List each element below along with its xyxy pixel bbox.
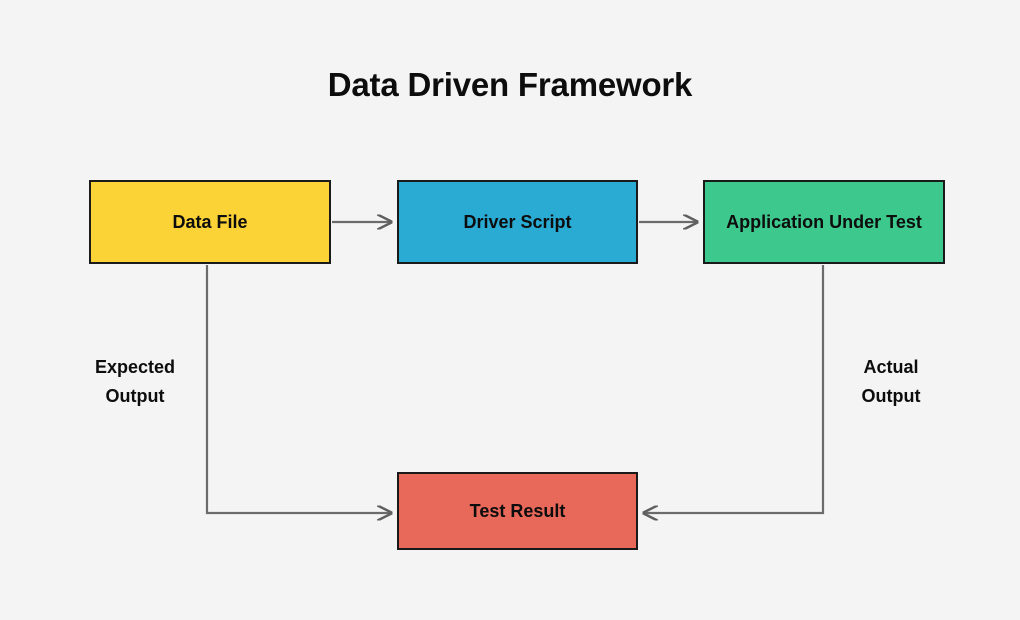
node-application-under-test-label: Application Under Test [726,211,922,232]
node-data-file[interactable]: Data File [89,180,331,264]
page-title: Data Driven Framework [327,66,693,103]
node-application-under-test[interactable]: Application Under Test [703,180,945,264]
node-driver-script[interactable]: Driver Script [397,180,638,264]
edge-data-file-to-test-result [205,265,391,513]
node-driver-script-label: Driver Script [463,211,572,232]
node-data-file-label: Data File [172,211,248,232]
node-test-result[interactable]: Test Result [397,472,638,550]
node-test-result-label: Test Result [469,500,566,521]
edge-label-actual-output: Actual Output [861,357,921,406]
edge-application-under-test-to-test-result [644,265,825,513]
edge-label-expected-output: Expected Output [94,357,176,406]
